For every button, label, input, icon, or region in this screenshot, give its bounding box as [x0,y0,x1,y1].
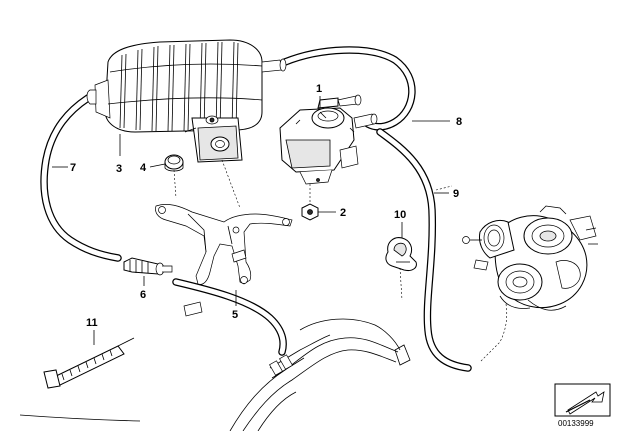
callout-10: 10 [394,209,406,221]
background-pipes [19,318,411,431]
turbocharger [462,205,598,311]
callout-6: 6 [140,289,146,301]
callout-9: 9 [453,188,459,200]
leader-lines [52,96,450,345]
document-number: 00133999 [558,419,594,428]
callout-4: 4 [140,162,147,174]
connector-part-6 [123,257,173,276]
callout-3: 3 [116,163,122,175]
cable-tie-part-11 [43,337,135,389]
callout-2: 2 [340,207,346,219]
hose-8 [281,46,416,131]
callout-7: 7 [70,162,76,174]
grommet-part-4 [164,154,184,172]
pressure-converter-valve [279,94,378,185]
hose-9 [376,128,472,372]
hose-7 [40,94,122,262]
callout-5: 5 [232,309,238,321]
callout-8: 8 [456,116,462,128]
callout-11: 11 [86,317,98,329]
nut-part-2 [301,203,319,221]
arrow-box-icon [554,383,611,417]
guide-lines [173,159,508,363]
charcoal-canister [86,39,287,163]
hose-5 [172,278,287,356]
clip-part-10 [385,237,417,271]
mounting-bracket [155,204,293,317]
callout-labels: 1 2 3 4 5 6 7 8 9 10 11 [70,83,462,329]
document-number-box: 00133999 [554,383,611,428]
callout-1: 1 [316,83,322,95]
